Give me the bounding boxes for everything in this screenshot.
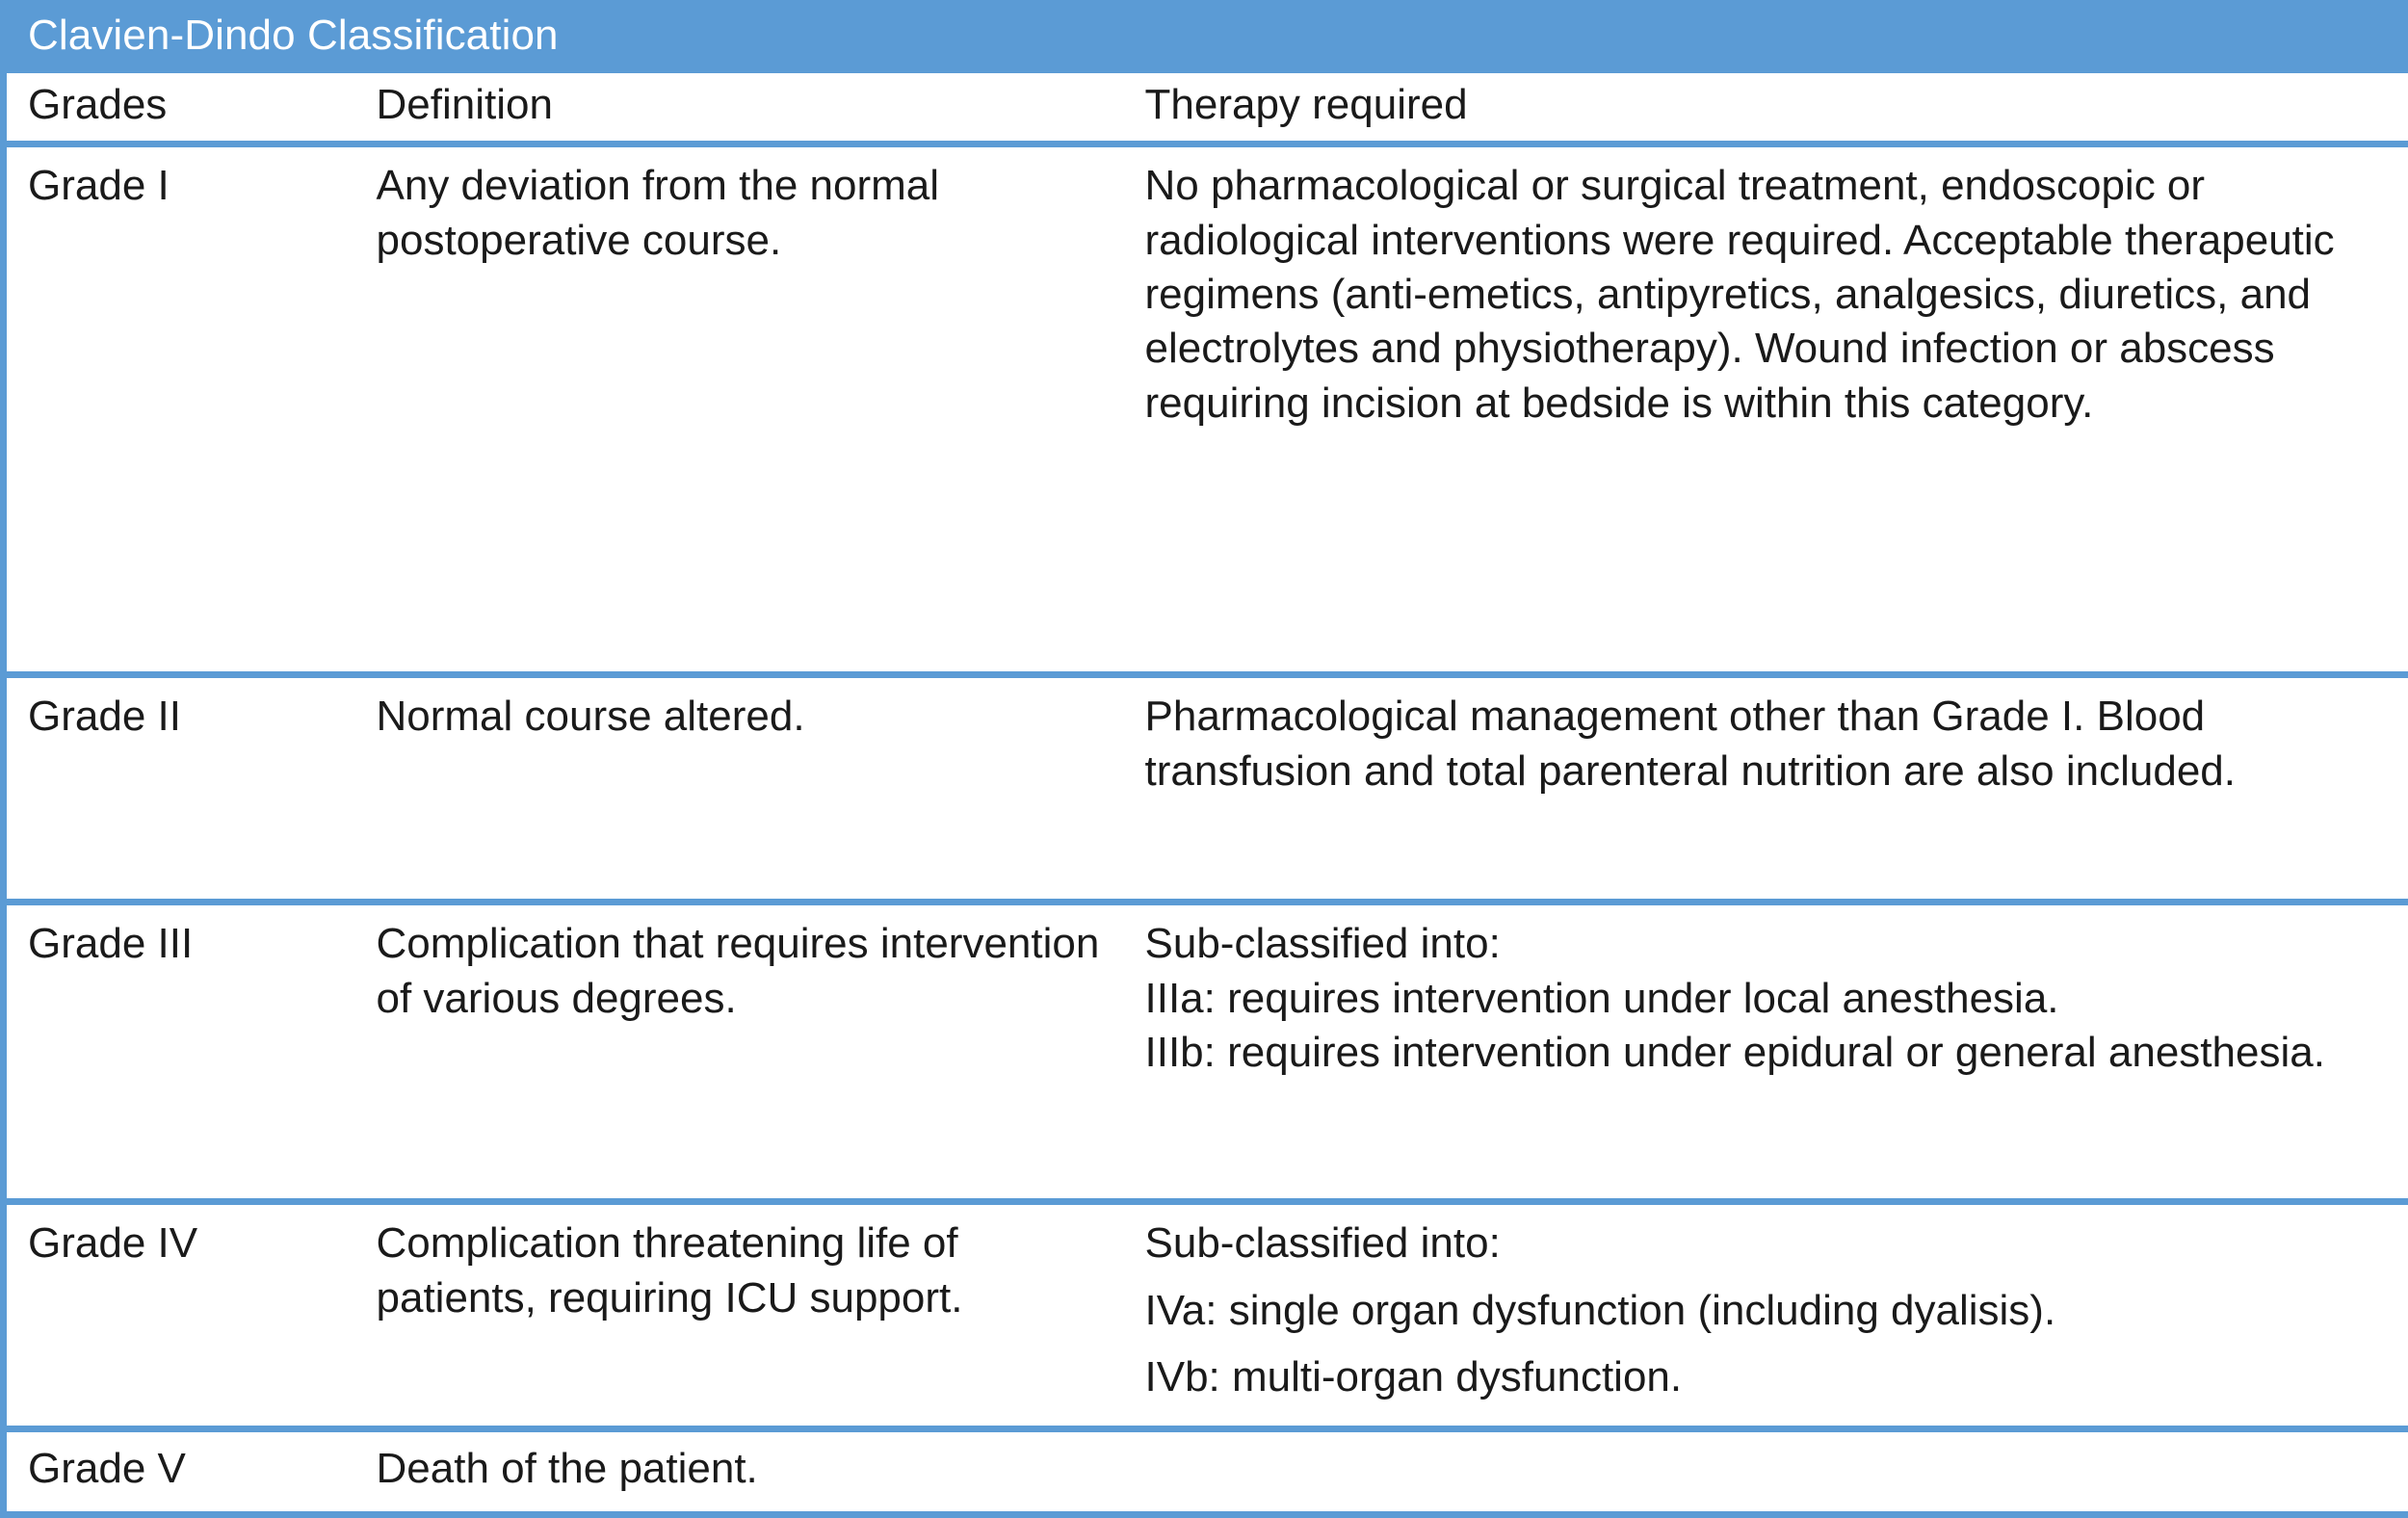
therapy-line: Sub-classified into:	[1145, 1217, 2392, 1270]
grade-label: Grade I	[4, 144, 363, 675]
therapy-line-subclass-b: IIIb: requires intervention under epidur…	[1145, 1026, 2392, 1080]
table-title: Clavien-Dindo Classification	[4, 0, 2408, 73]
column-header-definition: Definition	[363, 73, 1134, 144]
table-row: Grade I Any deviation from the normal po…	[4, 144, 2408, 675]
therapy-line-subclass-a: IIIa: requires intervention under local …	[1145, 972, 2392, 1026]
therapy-line-subclass-b: IVb: multi-organ dysfunction.	[1145, 1350, 2392, 1404]
grade-definition: Complication that requires intervention …	[363, 903, 1134, 1202]
grade-therapy: Pharmacological management other than Gr…	[1134, 675, 2408, 903]
grade-therapy: Sub-classified into: IVa: single organ d…	[1134, 1202, 2408, 1429]
grade-therapy: No pharmacological or surgical treatment…	[1134, 144, 2408, 675]
grade-label: Grade IV	[4, 1202, 363, 1429]
therapy-line: Sub-classified into:	[1145, 917, 2392, 971]
table-row: Grade III Complication that requires int…	[4, 903, 2408, 1202]
grade-definition: Any deviation from the normal postoperat…	[363, 144, 1134, 675]
table-row: Grade V Death of the patient.	[4, 1429, 2408, 1515]
grade-definition: Complication threatening life of patient…	[363, 1202, 1134, 1429]
grade-label: Grade III	[4, 903, 363, 1202]
table-row: Grade II Normal course altered. Pharmaco…	[4, 675, 2408, 903]
therapy-line-subclass-a: IVa: single organ dysfunction (including…	[1145, 1284, 2392, 1338]
table-row: Grade IV Complication threatening life o…	[4, 1202, 2408, 1429]
grade-therapy	[1134, 1429, 2408, 1515]
grade-therapy: Sub-classified into: IIIa: requires inte…	[1134, 903, 2408, 1202]
grade-label: Grade II	[4, 675, 363, 903]
table-header-row: Grades Definition Therapy required	[4, 73, 2408, 144]
grade-label: Grade V	[4, 1429, 363, 1515]
table-title-row: Clavien-Dindo Classification	[4, 0, 2408, 73]
column-header-therapy-required: Therapy required	[1134, 73, 2408, 144]
grade-definition: Death of the patient.	[363, 1429, 1134, 1515]
grade-definition: Normal course altered.	[363, 675, 1134, 903]
column-header-grades: Grades	[4, 73, 363, 144]
